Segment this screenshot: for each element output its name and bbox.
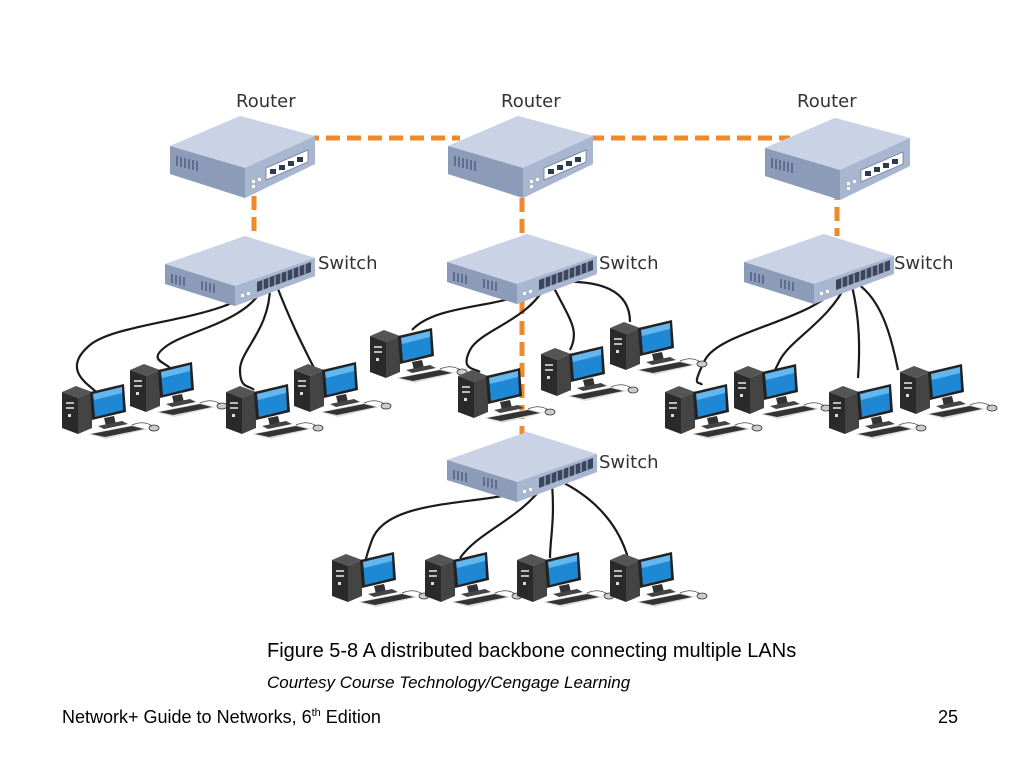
switch-1: Switch: [164, 235, 378, 307]
figure-caption: Figure 5-8 A distributed backbone connec…: [267, 640, 797, 662]
workstation-icon: [733, 363, 832, 420]
workstation-icon: [609, 319, 708, 376]
workstation-icon: [457, 367, 556, 424]
cable: [156, 283, 266, 369]
footer-title: Network+ Guide to Networks, 6th Edition: [62, 707, 381, 728]
switch-icon: [446, 233, 598, 305]
router-label: Router: [236, 91, 296, 112]
router-icon: [169, 115, 316, 199]
workstation-icon: [516, 551, 615, 608]
router-3: Router: [764, 91, 911, 201]
switch-4: Switch: [446, 431, 659, 503]
switch-2: Switch: [446, 233, 659, 305]
footer-title-text: Network+ Guide to Networks, 6: [62, 707, 312, 727]
switch-label: Switch: [599, 253, 659, 274]
router-label: Router: [797, 91, 857, 112]
switch-label: Switch: [318, 253, 378, 274]
workstation-icon: [331, 551, 430, 608]
figure-credit: Courtesy Course Technology/Cengage Learn…: [267, 673, 631, 692]
workstation-icon: [424, 551, 523, 608]
cable: [548, 483, 555, 559]
workstations-lan-2: [369, 319, 708, 424]
cable: [850, 285, 861, 379]
cable: [238, 285, 272, 391]
switch-icon: [164, 235, 316, 307]
workstations-lan-4: [331, 551, 708, 608]
router-icon: [447, 115, 594, 199]
switch-icon: [446, 431, 598, 503]
cable: [695, 281, 841, 386]
cable: [465, 283, 548, 373]
cable: [857, 283, 900, 371]
switch-icon: [743, 233, 895, 305]
router-2: Router: [447, 91, 594, 199]
switch-label: Switch: [599, 452, 659, 473]
workstation-icon: [369, 327, 468, 384]
workstations-lan-3: [664, 363, 998, 440]
workstation-icon: [609, 551, 708, 608]
cable: [274, 283, 321, 373]
router-1: Router: [169, 91, 316, 199]
lan-cables: [75, 280, 900, 569]
workstation-icon: [129, 361, 228, 418]
footer-title-edition: Edition: [320, 707, 381, 727]
cable: [557, 479, 630, 559]
footer-title-sup: th: [311, 707, 321, 719]
workstation-icon: [899, 363, 998, 420]
cable: [551, 283, 575, 351]
router-label: Router: [501, 91, 561, 112]
workstations-lan-1: [61, 361, 392, 440]
switch-3: Switch: [743, 233, 954, 305]
switch-label: Switch: [894, 253, 954, 274]
page-number: 25: [938, 707, 959, 727]
cable: [75, 281, 259, 393]
router-icon: [764, 117, 911, 201]
